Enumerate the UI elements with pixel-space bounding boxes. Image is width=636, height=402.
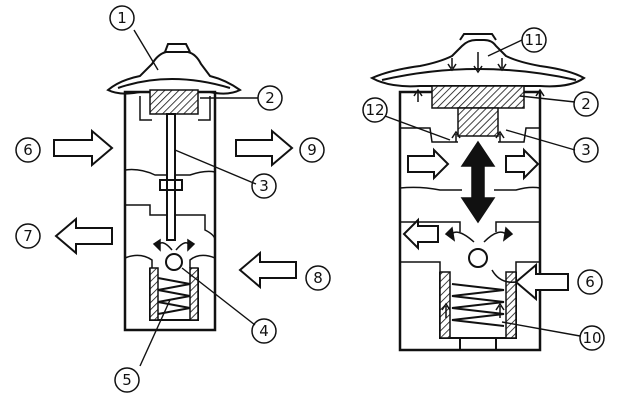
left-valve-body bbox=[123, 90, 217, 332]
callout-left-5: 5 bbox=[114, 367, 140, 393]
svg-text:4: 4 bbox=[259, 322, 269, 340]
callout-left-6: 6 bbox=[15, 137, 41, 163]
callout-left-2: 2 bbox=[257, 85, 283, 111]
callout-left-8: 8 bbox=[305, 265, 331, 291]
svg-text:6: 6 bbox=[23, 141, 33, 159]
callout-left-4: 4 bbox=[251, 318, 277, 344]
left-valve-ball bbox=[165, 253, 183, 271]
right-diaphragm-head bbox=[369, 33, 586, 142]
svg-text:7: 7 bbox=[23, 227, 33, 245]
svg-text:2: 2 bbox=[581, 95, 591, 113]
right-valve: 11 2 12 3 6 10 bbox=[362, 27, 605, 352]
callout-left-1: 1 bbox=[109, 5, 135, 31]
callout-right-11: 11 bbox=[521, 27, 547, 53]
callout-right-6: 6 bbox=[577, 269, 603, 295]
callout-right-12: 12 bbox=[362, 97, 388, 123]
svg-text:12: 12 bbox=[365, 101, 384, 119]
svg-text:8: 8 bbox=[313, 269, 323, 287]
left-return-arrow bbox=[54, 216, 113, 256]
callout-right-10: 10 bbox=[579, 325, 605, 351]
callout-left-9: 9 bbox=[299, 137, 325, 163]
callout-left-7: 7 bbox=[15, 223, 41, 249]
svg-text:11: 11 bbox=[524, 31, 543, 49]
right-stroke-arrow bbox=[460, 140, 496, 224]
left-valve: 1 2 3 4 5 6 7 8 bbox=[15, 5, 331, 393]
svg-text:1: 1 bbox=[117, 9, 127, 27]
left-outlet-arrow bbox=[235, 128, 294, 168]
callout-left-3: 3 bbox=[251, 173, 277, 199]
svg-text:5: 5 bbox=[122, 371, 132, 389]
svg-text:9: 9 bbox=[307, 141, 317, 159]
left-inlet-arrow bbox=[53, 128, 114, 168]
svg-text:3: 3 bbox=[581, 141, 591, 159]
left-push-rod bbox=[166, 113, 176, 241]
left-inlet-lower-arrow bbox=[238, 250, 297, 290]
right-valve-ball bbox=[468, 248, 488, 268]
right-inlet-arrow bbox=[514, 262, 569, 302]
svg-text:6: 6 bbox=[585, 273, 595, 291]
callout-right-2: 2 bbox=[573, 91, 599, 117]
svg-text:10: 10 bbox=[582, 329, 601, 347]
left-diaphragm-head bbox=[106, 43, 242, 121]
svg-text:3: 3 bbox=[259, 177, 269, 195]
svg-text:2: 2 bbox=[265, 89, 275, 107]
callout-right-3: 3 bbox=[573, 137, 599, 163]
right-spring bbox=[451, 283, 505, 327]
